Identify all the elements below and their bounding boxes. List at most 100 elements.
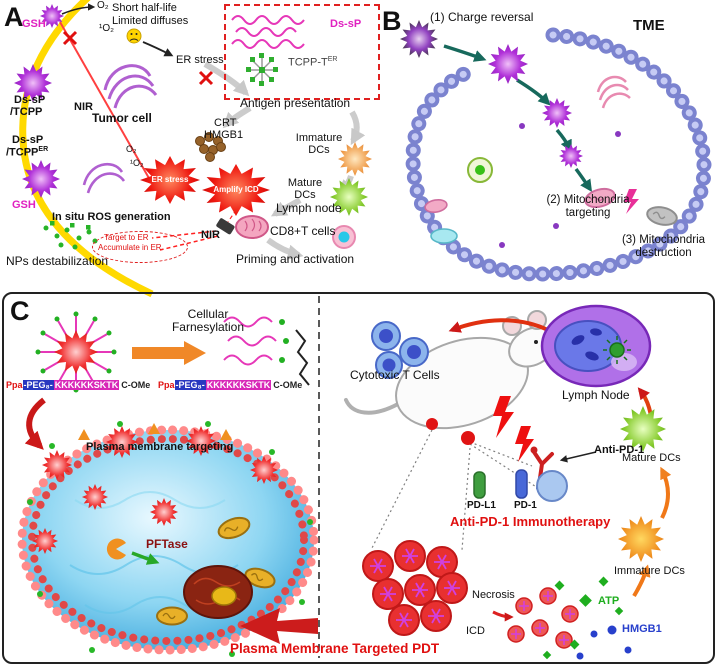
gsh-label-bottom: GSH (12, 199, 36, 211)
dying-cell-icons (507, 587, 579, 649)
gsh-label-top: GSH (22, 18, 46, 30)
vesicle-dots (499, 123, 621, 248)
endosome-icon (467, 157, 493, 183)
pftase-label: PFTase (146, 537, 188, 551)
er-organelle-b (596, 75, 631, 109)
peptide-linker: -PEG₈- (174, 380, 206, 390)
mitochondria-targeting-label: (2) Mitochondria targeting (546, 194, 630, 219)
lymph-node-label-a: Lymph node (276, 201, 342, 215)
np1-label-line2: /TCPP (10, 106, 43, 118)
immature-to-mature-arrow (660, 466, 672, 519)
tcell-blob (536, 470, 568, 502)
tumor-dot (426, 418, 438, 430)
limited-diffuses-label: Limited diffuses (112, 15, 189, 27)
inset-tcpp-label: TCPP-TER (288, 56, 337, 69)
label-arrow (559, 451, 597, 463)
hmgb1-icons (576, 625, 632, 660)
cell-membrane-beads (405, 27, 712, 282)
peptide-ppa: Ppa (158, 380, 175, 390)
pd-1-receptor-icon (515, 469, 528, 499)
np2-label-line1: Ds-sP (12, 134, 44, 146)
farnesyl-chain (295, 329, 310, 386)
to-cell-arrow (24, 397, 46, 450)
membrane-green-dots (27, 421, 313, 657)
panel-c-graphics (17, 296, 672, 660)
antigen-presentation-label: Antigen presentation (240, 96, 351, 110)
crt-label: CRT (214, 117, 237, 129)
necrosis-label: Necrosis (472, 589, 515, 601)
laser-bolt-icon (493, 396, 534, 462)
nir-label-left: NIR (74, 101, 93, 113)
target-to-er-label: Target to ER (104, 233, 149, 242)
tumor-cell-label: Tumor cell (92, 111, 152, 125)
nucleus-icon (183, 565, 253, 619)
inset-tcpp-sup: ER (327, 56, 338, 63)
panel-c-label: C (10, 296, 30, 326)
lymph-to-tcell-arrow (448, 318, 549, 333)
tcpp-inset-box (224, 4, 380, 100)
panel-b-label: B (382, 6, 402, 36)
farnesylated-peptides (223, 316, 310, 386)
panel-a-label: A (4, 2, 24, 32)
golgi-icon (430, 228, 458, 244)
pathogen-icon (603, 336, 631, 364)
singlet-o2-label-b: ¹O₂ (130, 158, 144, 168)
cytotoxic-t-cells-label: Cytotoxic T Cells (350, 368, 440, 382)
pd-l1-label: PD-L1 (467, 500, 496, 511)
destabilized-nps (43, 221, 98, 250)
nps-destabilization-label: NPs destabilization (6, 254, 109, 268)
priming-activation-label: Priming and activation (236, 252, 355, 266)
peptide-terminus: C-OMe (273, 380, 303, 390)
er-organelle (103, 64, 158, 109)
polymer-star-tips (35, 311, 117, 393)
in-situ-ros-label: In situ ROS generation (52, 211, 171, 223)
pdt-arrow (240, 608, 318, 644)
zoom-connector-lines (371, 429, 545, 551)
lymph-node-icon-c (540, 304, 652, 388)
panel-b-graphics (405, 27, 712, 282)
enzyme-icon (106, 538, 126, 560)
anti-pd1-label: Anti-PD-1 (594, 444, 645, 456)
tcell-priming-icon (332, 225, 356, 249)
icd-label: ICD (466, 625, 485, 637)
pdt-title-label: Plasma Membrane Targeted PDT (230, 641, 440, 656)
mitochondria-icon (217, 516, 251, 540)
cd8-t-cells-label: CD8+T cells (270, 224, 336, 238)
immature-dcs-label-a: Immature DCs (295, 132, 343, 157)
hmgb1-label-a: HMGB1 (204, 129, 244, 141)
uptake-arrows (443, 44, 593, 193)
charge-reversal-label: (1) Charge reversal (430, 10, 534, 24)
cytotoxic-tcell-icons (371, 321, 429, 379)
damaged-mitochondria-icon (646, 206, 678, 226)
singlet-o2-label: ¹O₂ (99, 23, 114, 34)
peptide-ppa: Ppa (6, 380, 23, 390)
short-half-life-label: Short half-life (112, 2, 177, 14)
tcpp-molecule-icon (246, 53, 278, 86)
tme-label: TME (633, 17, 665, 34)
inset-polymer-squiggles (231, 15, 305, 49)
sad-face-icon (126, 28, 142, 44)
mitochondria-destruction-label: (3) Mitochondria destruction (621, 234, 706, 259)
crt-hmgb1-cluster (195, 132, 226, 162)
pd-1-label: PD-1 (514, 500, 537, 511)
mitochondria-icon (156, 606, 188, 626)
necrosis-to-icd-arrow (492, 610, 514, 622)
accumulate-in-er-label: Accumulate in ER (98, 243, 162, 252)
pftase-arrow (131, 551, 160, 565)
lymph-node-icon (235, 215, 269, 239)
peptide-sequence-text: KKKKKKSKTK (53, 380, 120, 390)
tumor-cell-cluster (362, 540, 468, 636)
cellular-farnesylation-label: Cellular Farnesylation (171, 307, 245, 335)
mitochondria-icon (584, 187, 616, 209)
peptide-terminus: C-OMe (121, 380, 151, 390)
er-stress-label: ER stress (176, 54, 224, 66)
hmgb1-label-c: HMGB1 (622, 623, 662, 635)
o2-label: O₂ (97, 0, 109, 11)
mature-dcs-label-a: Mature DCs (287, 177, 323, 202)
peptide-sequence-text: KKKKKKSKTK (205, 380, 272, 390)
pd-l1-receptor-icon (473, 471, 486, 499)
